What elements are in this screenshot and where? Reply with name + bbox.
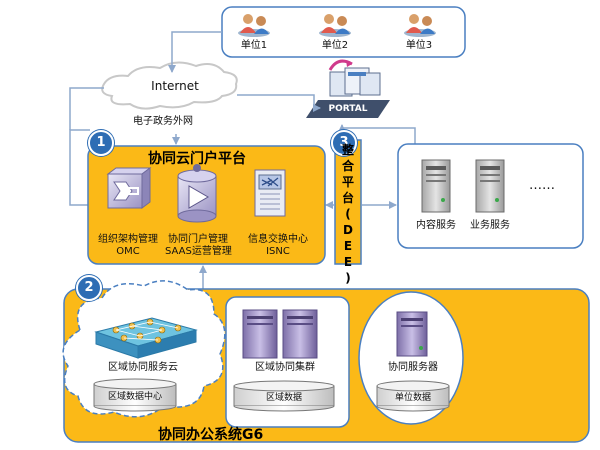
dee-char: D (343, 223, 353, 237)
unit-data-label: 单位数据 (394, 393, 431, 403)
isnc-label-2: ISNC (266, 246, 290, 257)
portal-mgmt-label-1: 协同门户管理 (168, 234, 228, 245)
user-icon-2 (319, 14, 351, 37)
omc-icon (106, 167, 152, 209)
dee-char: 合 (341, 159, 354, 173)
cluster-servers-icon (242, 309, 318, 359)
cluster-label: 区域协同集群 (255, 362, 315, 373)
internet-cloud-icon (101, 61, 238, 110)
portal-label: PORTAL (328, 104, 368, 114)
internet-label: Internet (151, 79, 199, 93)
region-datacenter-db-icon (93, 378, 177, 412)
portal-icon (306, 59, 390, 118)
platform-title: 协同云门户平台 (148, 151, 246, 167)
content-service-label: 内容服务 (416, 220, 456, 231)
unit-label-3: 单位3 (405, 40, 433, 51)
dee-char: 台 (341, 191, 354, 205)
unit-label-1: 单位1 (240, 40, 268, 51)
unit-label-2: 单位2 (321, 40, 349, 51)
omc-label-2: OMC (116, 246, 140, 257)
dee-char: ( (345, 207, 351, 221)
region-datacenter-label: 区域数据中心 (107, 392, 162, 402)
dee-char: E (343, 239, 353, 253)
dee-label: 整 合 平 台 ( D E E ) (335, 142, 361, 286)
service-cloud-label: 区域协同服务云 (108, 362, 178, 373)
dee-char: E (343, 255, 353, 269)
portal-mgmt-label-2: SAAS运营管理 (165, 246, 232, 257)
business-server-icon (475, 159, 505, 213)
dee-char: ) (345, 271, 351, 285)
more-services-label: …… (529, 178, 555, 193)
dee-char: 整 (341, 143, 354, 157)
badge-2: 2 (76, 275, 102, 301)
omc-label-1: 组织架构管理 (98, 234, 158, 245)
internet-sublabel: 电子政务外网 (133, 116, 193, 127)
badge-3: 3 (331, 130, 357, 156)
business-service-label: 业务服务 (470, 220, 510, 231)
region-data-db-icon (233, 380, 335, 412)
isnc-label-1: 信息交换中心 (248, 234, 308, 245)
connectors (69, 31, 416, 290)
badge-1: 1 (88, 130, 114, 156)
portal-management-icon (177, 164, 217, 223)
user-icon-1 (238, 14, 270, 37)
server-icon (396, 311, 428, 357)
g6-title: 协同办公系统G6 (158, 427, 264, 443)
content-server-icon (421, 159, 451, 213)
dee-char: 平 (341, 175, 354, 189)
isnc-icon (254, 169, 286, 217)
unit-data-db-icon (376, 380, 450, 412)
server-label: 协同服务器 (388, 362, 438, 373)
region-data-label: 区域数据 (265, 393, 302, 403)
service-cloud-icon (94, 317, 198, 359)
user-icon-3 (404, 14, 436, 37)
